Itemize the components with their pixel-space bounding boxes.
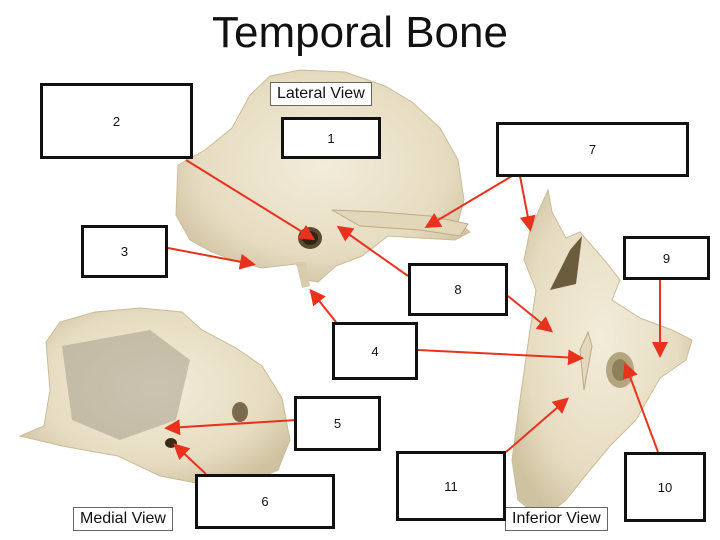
label-box-7[interactable]: 7 <box>496 122 689 177</box>
arrow-4-inferior <box>417 349 584 366</box>
label-box-9[interactable]: 9 <box>623 236 710 280</box>
medial-view-bone <box>18 307 291 487</box>
arrow-6 <box>173 443 207 475</box>
label-box-4[interactable]: 4 <box>332 322 418 380</box>
label-box-10[interactable]: 10 <box>624 452 706 522</box>
label-box-8[interactable]: 8 <box>408 263 508 316</box>
arrow-3 <box>167 247 256 270</box>
label-box-1[interactable]: 1 <box>281 117 381 159</box>
label-box-3[interactable]: 3 <box>81 225 168 278</box>
label-box-5[interactable]: 5 <box>294 396 381 451</box>
arrow-2 <box>185 159 316 241</box>
label-box-6[interactable]: 6 <box>195 474 335 529</box>
inferior-view-bone <box>511 188 693 521</box>
arrow-11 <box>505 397 570 453</box>
pointer-arrows <box>164 159 668 475</box>
arrow-7-inferior <box>519 175 536 232</box>
arrow-10 <box>622 362 659 453</box>
arrow-7-lateral <box>424 175 513 229</box>
arrow-4-lateral <box>309 288 337 323</box>
page-title: Temporal Bone <box>212 8 508 57</box>
label-box-11[interactable]: 11 <box>396 451 506 521</box>
arrow-8-inferior <box>507 295 554 333</box>
view-label-inferior: Inferior View <box>505 507 608 531</box>
arrow-8-lateral <box>336 225 409 277</box>
view-label-medial: Medial View <box>73 507 173 531</box>
label-box-2[interactable]: 2 <box>40 83 193 159</box>
arrow-5 <box>164 419 297 436</box>
view-label-lateral: Lateral View <box>270 82 372 106</box>
